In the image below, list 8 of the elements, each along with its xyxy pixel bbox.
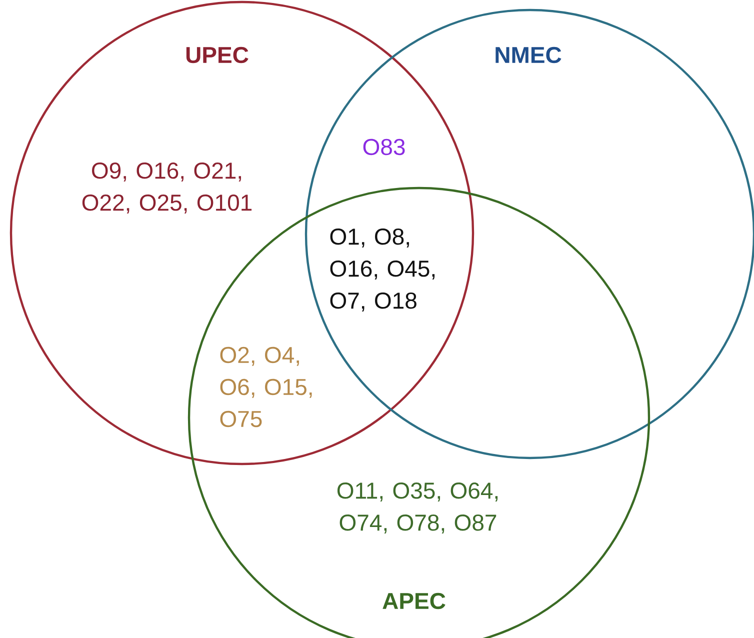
set-members: O83	[363, 138, 405, 156]
set-heading: NMEC	[496, 46, 562, 64]
overlap-members: O2, O4, O6, O15, O75	[220, 346, 312, 428]
set-heading: APEC	[382, 592, 446, 610]
set-heading: UPEC	[186, 46, 248, 64]
set-members: O11, O35, O64, O74, O78, O87	[337, 482, 498, 534]
set-members: O9, O16, O21, O22, O25, O101	[82, 162, 252, 214]
overlap-members: O1, O8, O16, O45, O7, O18	[330, 228, 435, 312]
